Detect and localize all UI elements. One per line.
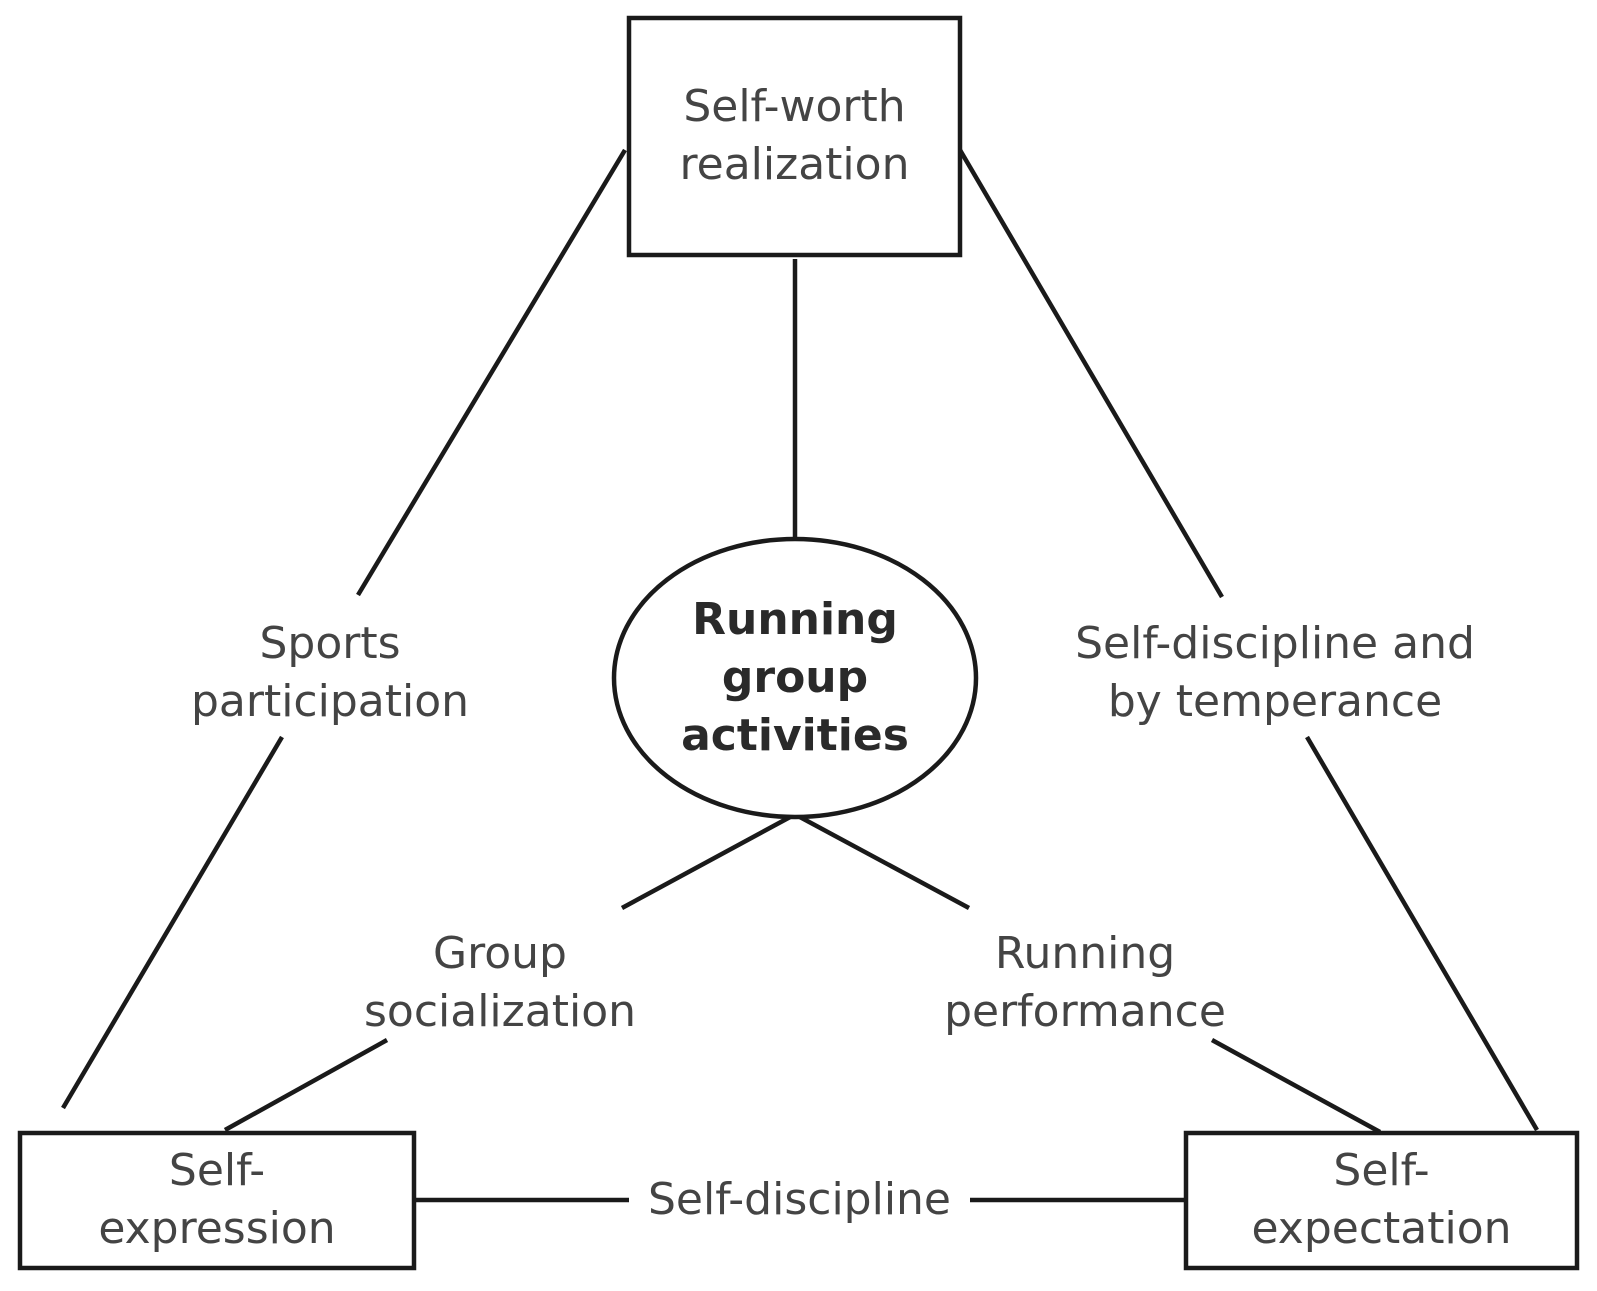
edge-center-right-line2: performance: [944, 986, 1226, 1037]
node-right-line1: Self-: [1333, 1145, 1430, 1196]
edge-right-side-line2: by temperance: [1107, 676, 1443, 727]
edge-top-to-right-upper: [958, 148, 1224, 599]
edge-group-socialization-to-left: [223, 1038, 389, 1132]
edge-center-left-line2: socialization: [363, 986, 636, 1037]
edge-top-to-left-lower: [61, 735, 284, 1110]
node-left-line2: expression: [98, 1203, 336, 1254]
edge-running-performance-to-right: [1210, 1038, 1382, 1134]
node-right-label: Self- expectation: [1186, 1142, 1577, 1258]
edge-center-to-running-performance: [796, 814, 971, 910]
node-left-line1: Self-: [168, 1145, 266, 1196]
edge-center-left-line1: Group: [433, 928, 567, 979]
edge-center-to-group-socialization: [620, 814, 794, 910]
node-center-line2: group: [721, 652, 869, 703]
node-left-box: [17, 1130, 417, 1271]
edge-center-right-line1: Running: [994, 928, 1176, 979]
node-center-label: Running group activities: [614, 591, 976, 765]
node-top-box: [626, 15, 963, 258]
edge-left-side-line1: Sports: [259, 618, 401, 669]
node-right-line2: expectation: [1251, 1203, 1512, 1254]
edge-left-side-line2: participation: [190, 676, 470, 727]
node-top-label: Self-worth realization: [629, 78, 960, 194]
node-top-line2: realization: [679, 139, 910, 190]
node-left-label: Self- expression: [20, 1142, 414, 1258]
edge-top-to-right-lower: [1305, 735, 1539, 1132]
node-center-line3: activities: [681, 710, 909, 761]
node-top-line1: Self-worth: [683, 81, 906, 132]
node-center-line1: Running: [692, 594, 898, 645]
edge-bottom-line1: Self-discipline: [647, 1174, 951, 1225]
edge-top-to-left-upper: [356, 148, 627, 597]
node-center-ellipse: [611, 536, 979, 820]
edge-center-left-label: Group socialization: [330, 925, 670, 1041]
node-right-box: [1183, 1130, 1580, 1271]
edge-right-side-label: Self-discipline and by temperance: [1030, 615, 1520, 731]
edge-center-right-label: Running performance: [915, 925, 1255, 1041]
edge-left-side-label: Sports participation: [150, 615, 510, 731]
edge-right-side-line1: Self-discipline and: [1075, 618, 1475, 669]
edge-bottom-label: Self-discipline: [629, 1171, 970, 1229]
